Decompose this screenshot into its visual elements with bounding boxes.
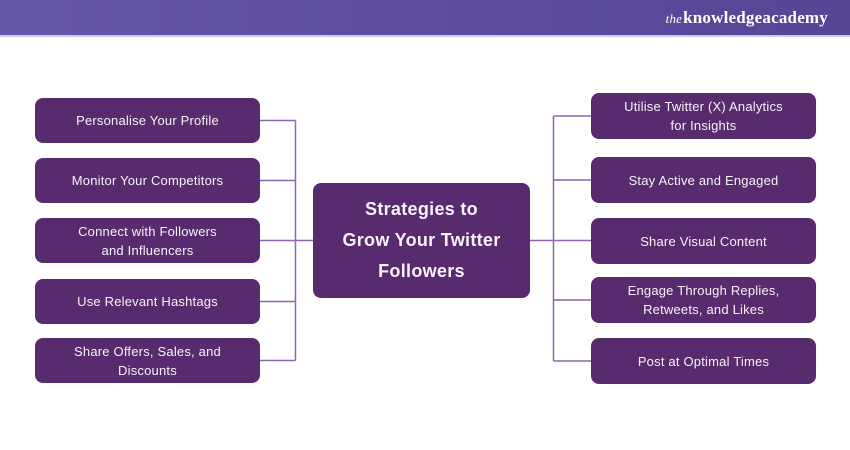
node-share-visual-content: Share Visual Content: [591, 218, 816, 264]
node-label-line: Monitor Your Competitors: [71, 173, 224, 188]
node-label-line: Strategies to: [365, 199, 478, 219]
node-label-line: Followers: [378, 261, 465, 281]
node-label-line: Stay Active and Engaged: [628, 172, 779, 188]
node-label-line: Use Relevant Hashtags: [77, 294, 218, 309]
node-share-offers-sales-and-discounts: Share Offers, Sales, and Discounts: [35, 338, 260, 383]
node-label-line: Discounts: [118, 362, 177, 378]
node-stay-active-and-engaged: Stay Active and Engaged: [591, 157, 816, 203]
node-label-line: Utilise Twitter (X) Analytics: [624, 99, 783, 114]
node-post-at-optimal-times: Post at Optimal Times: [591, 338, 816, 384]
node-label-line: Connect with Followers: [78, 223, 217, 239]
node-utilise-twitter-x-analytics-for-insights: Utilise Twitter (X) Analytics for Insigh…: [591, 93, 816, 139]
logo-academy: academy: [762, 7, 828, 27]
node-label-line: for Insights: [670, 118, 737, 133]
node-engage-through-replies-retweets-and-likes: Engage Through Replies, Retweets, and Li…: [591, 277, 816, 323]
logo-the: the: [665, 10, 683, 26]
node-monitor-your-competitors: Monitor Your Competitors: [35, 158, 260, 203]
node-label-line: Post at Optimal Times: [637, 353, 770, 369]
node-label-line: Share Offers, Sales, and: [74, 343, 221, 359]
node-label-line: Grow Your Twitter: [342, 230, 501, 250]
node-strategies-to-grow-twitter-followers: Strategies to Grow Your Twitter Follower…: [313, 183, 530, 298]
node-use-relevant-hashtags: Use Relevant Hashtags: [35, 279, 260, 324]
node-connect-with-followers-and-influencers: Connect with Followers and Influencers: [35, 218, 260, 263]
node-label-line: Personalise Your Profile: [76, 113, 219, 128]
node-label-line: Retweets, and Likes: [643, 302, 764, 317]
node-label-line: and Influencers: [101, 242, 194, 258]
node-label-line: Engage Through Replies,: [627, 283, 780, 298]
node-label-line: Share Visual Content: [640, 233, 767, 249]
node-personalise-your-profile: Personalise Your Profile: [35, 98, 260, 143]
logo-knowledge: knowledge: [683, 7, 763, 27]
